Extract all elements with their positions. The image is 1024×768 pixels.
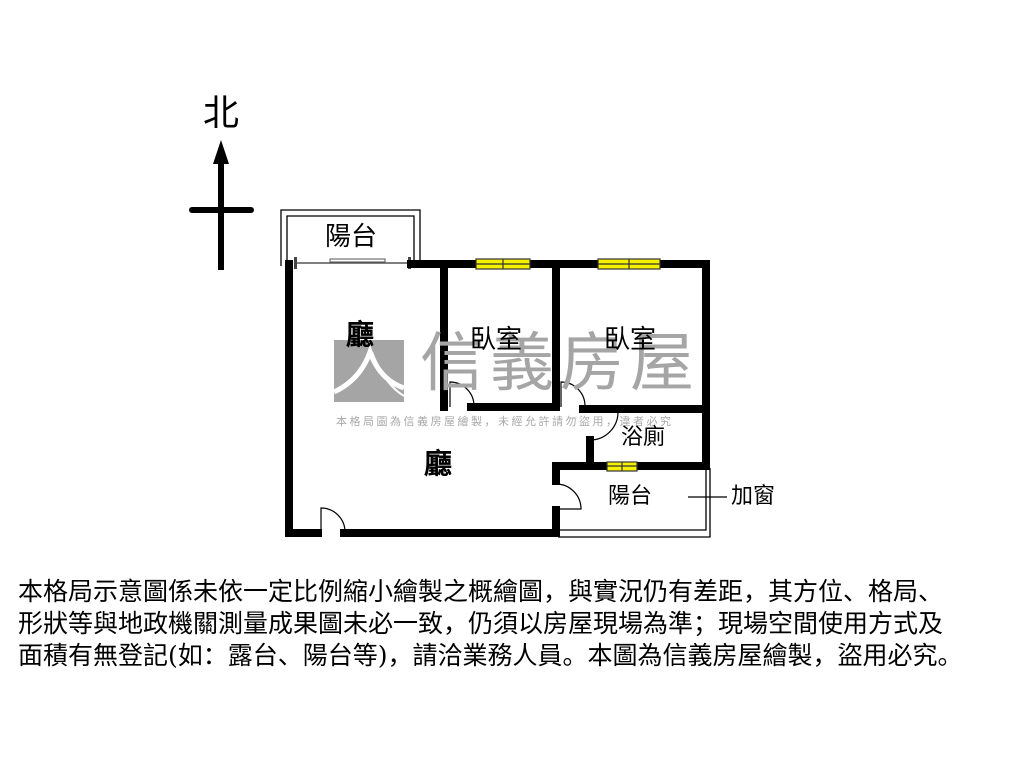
balcony-top-outline [280, 209, 421, 266]
brand-logo-icon [332, 340, 405, 402]
watermark-brand: 信義房屋 [420, 327, 700, 401]
room-label-bathroom: 浴廁 [621, 425, 666, 450]
room-label-bedroom-1: 臥室 [470, 325, 523, 355]
balcony-side-outline [558, 468, 711, 538]
disclaimer-line: 本格局示意圖係未依一定比例縮小繪製之概繪圖，與實況仍有差距，其方位、格局、 [18, 577, 944, 606]
room-label-living-upper: 廳 [346, 318, 375, 351]
windows [475, 258, 661, 472]
room-label-living-lower: 廳 [424, 447, 453, 480]
room-label-balcony-top: 陽台 [325, 222, 378, 252]
room-label-bedroom-2: 臥室 [604, 325, 657, 355]
disclaimer-line: 面積有無登記(如：露台、陽台等)，請洽業務人員。本圖為信義房屋繪製，盜用必究。 [18, 641, 963, 670]
disclaimer: 本格局示意圖係未依一定比例縮小繪製之概繪圖，與實況仍有差距，其方位、格局、 形狀… [18, 576, 1018, 672]
disclaimer-line: 形狀等與地政機關測量成果圖未必一致，仍須以房屋現場為準；現場空間使用方式及 [18, 609, 944, 638]
doors [320, 381, 619, 533]
room-label-balcony-side: 陽台 [608, 484, 653, 509]
added-window-label: 加窗 [731, 484, 776, 509]
north-label: 北 [203, 93, 240, 134]
north-arrow-icon [189, 140, 254, 270]
sliding-door [294, 257, 411, 269]
watermark-notice: 本格局圖為信義房屋繪製，未經允許請勿盜用，違者必究 [336, 415, 674, 428]
walls [285, 260, 710, 537]
